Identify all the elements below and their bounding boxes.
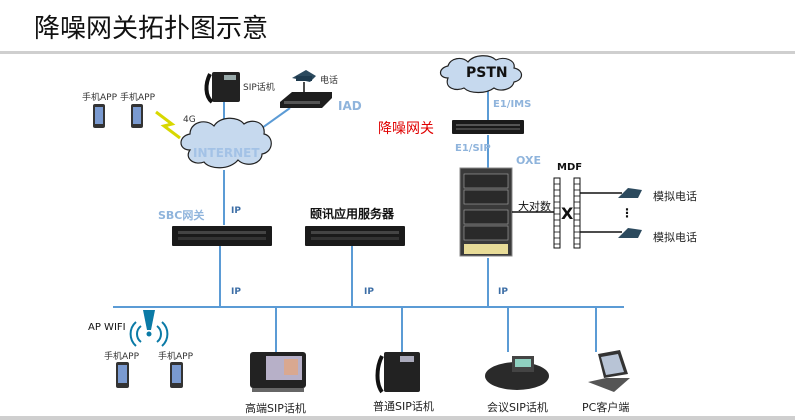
ip-label-app: IP (364, 287, 374, 297)
smartphone-icon (131, 104, 143, 128)
ip-label-sbc: IP (231, 287, 241, 297)
pstn-label: PSTN (466, 65, 508, 81)
iad-device-icon (280, 92, 332, 108)
oxe-label: OXE (516, 154, 541, 167)
app-server-label: 颐讯应用服务器 (310, 207, 395, 221)
4g-label: 4G (183, 115, 196, 125)
phone-app-label-4: 手机APP (158, 352, 194, 362)
oxe-cabinet-icon (459, 167, 513, 257)
phone-app-label-2: 手机APP (120, 93, 156, 103)
noise-gateway-server-icon (452, 120, 524, 134)
analog-phone-icon (618, 188, 642, 198)
noise-gateway-label: 降噪网关 (378, 121, 434, 137)
lightning-icon (155, 110, 181, 140)
e1-sip-label: E1/SIP (455, 143, 491, 154)
phone-label: 电话 (320, 76, 339, 86)
sbc-server-icon (172, 226, 272, 246)
mdf-frame-icon (553, 177, 581, 249)
e1-ims-label: E1/IMS (493, 99, 532, 110)
footer-divider (0, 416, 795, 420)
cross-connect-mark: X (561, 204, 574, 223)
internet-label: INTERNET (193, 146, 260, 160)
sip-phone-label: SIP话机 (243, 83, 275, 93)
wifi-ap-icon (129, 310, 169, 347)
phone-app-label-1: 手机APP (82, 93, 118, 103)
mdf-label: MDF (557, 162, 583, 173)
telephone-icon (292, 70, 316, 82)
high-end-sip-phone-icon (250, 352, 306, 392)
ellipsis-mark: ⋮ (621, 206, 633, 220)
analog-phone-icon (618, 228, 642, 238)
page-title: 降噪网关拓扑图示意 (34, 14, 269, 44)
sip-desk-phone-icon (204, 72, 240, 104)
analog-phone-label-1: 模拟电话 (653, 190, 697, 203)
phone-app-label-3: 手机APP (104, 352, 140, 362)
smartphone-icon (170, 362, 183, 388)
ip-label-oxe: IP (498, 287, 508, 297)
normal-sip-phone-icon (375, 352, 420, 394)
high-end-sip-label: 高端SIP话机 (245, 402, 306, 415)
ap-wifi-label: AP WIFI (88, 322, 126, 333)
conference-sip-label: 会议SIP话机 (487, 401, 548, 414)
internet-cloud-icon (180, 117, 272, 169)
app-server-icon (305, 226, 405, 246)
smartphone-icon (93, 104, 105, 128)
analog-phone-label-2: 模拟电话 (653, 231, 697, 244)
sbc-gateway-label: SBC网关 (158, 209, 205, 222)
pc-client-label: PC客户端 (582, 401, 630, 414)
pstn-cloud-icon (439, 55, 523, 94)
title-divider (0, 51, 795, 54)
normal-sip-label: 普通SIP话机 (373, 400, 434, 413)
smartphone-icon (116, 362, 129, 388)
laptop-icon (588, 350, 630, 392)
ip-label-upper: IP (231, 206, 241, 216)
trunk-cable-label: 大对数 (518, 200, 551, 213)
conference-phone-icon (485, 356, 549, 390)
iad-label: IAD (338, 99, 362, 113)
